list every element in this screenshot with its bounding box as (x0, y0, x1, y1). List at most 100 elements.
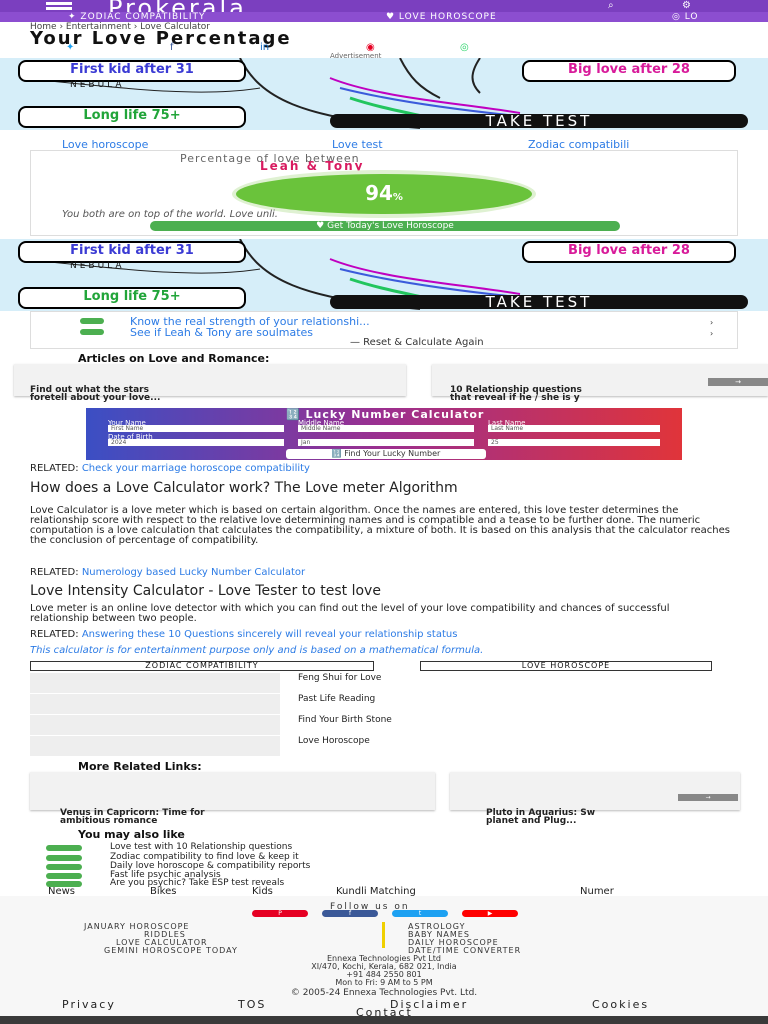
cookies-link[interactable]: Cookies (592, 998, 650, 1011)
footer-link[interactable]: ASTROLOGY (408, 922, 466, 931)
long-life-card: Long life 75+ (18, 106, 246, 128)
yml-item[interactable]: Love test with 10 Relationship questions (110, 842, 293, 852)
more-subtitle[interactable]: ambitious romance (60, 816, 158, 826)
zodiac-compatibility-button[interactable]: ZODIAC COMPATIBILITY (30, 661, 374, 671)
related-item[interactable]: Past Life Reading (298, 694, 376, 704)
article-title[interactable]: 10 Relationship questions (450, 385, 582, 395)
arrow-icon (46, 845, 82, 851)
take-test-button[interactable]: TAKE TEST (330, 295, 748, 310)
related-marriage-link[interactable]: Check your marriage horoscope compatibil… (81, 463, 310, 474)
year-select[interactable]: 2024 (108, 439, 284, 446)
yml-item[interactable]: Zodiac compatibility to find love & keep… (110, 852, 299, 862)
nav-love-horoscope[interactable]: ♥ LOVE HOROSCOPE (386, 12, 497, 22)
middle-name-input[interactable]: Middle Name (298, 425, 474, 432)
yml-item[interactable]: Fast life psychic analysis (110, 870, 221, 880)
pill-zodiac-compatibility[interactable]: Zodiac compatibili (528, 138, 630, 151)
day-select[interactable]: 25 (488, 439, 660, 446)
facebook-icon[interactable]: f (322, 910, 378, 917)
arrow-icon (46, 873, 82, 879)
twitter-icon[interactable]: ✦ (66, 42, 75, 53)
tos-link[interactable]: TOS (238, 998, 267, 1011)
result-quote: You both are on top of the world. Love u… (62, 209, 278, 220)
footer-link[interactable]: LOVE CALCULATOR (116, 938, 208, 947)
love-score-unit: % (392, 192, 403, 203)
ad-banner-2[interactable]: First kid after 31 NEBULA Long life 75+ … (0, 239, 768, 311)
pinterest-icon[interactable]: ◉ (366, 42, 375, 53)
related-item[interactable]: Love Horoscope (298, 736, 370, 746)
related-lucky-number-link[interactable]: Numerology based Lucky Number Calculator (81, 567, 306, 578)
link-relationship-strength[interactable]: Know the real strength of your relations… (130, 315, 370, 328)
company-address: XI/470, Kochi, Kerala, 682 021, India (311, 962, 457, 971)
related-questions-link[interactable]: Answering these 10 Questions sincerely w… (81, 629, 458, 640)
carousel-next-icon[interactable]: → (678, 794, 738, 801)
nav-zodiac-compatibility[interactable]: ✦ ZODIAC COMPATIBILITY (68, 12, 206, 22)
pill-love-horoscope[interactable]: Love horoscope (62, 138, 149, 151)
link-soulmates[interactable]: See if Leah & Tony are soulmates (130, 326, 314, 339)
arrow-icon (80, 329, 104, 335)
article-subtitle[interactable]: that reveal if he / she is y (450, 393, 580, 403)
footer-link[interactable]: GEMINI HOROSCOPE TODAY (104, 946, 238, 955)
more-title[interactable]: Venus in Capricorn: Time for (60, 808, 205, 818)
find-lucky-number-button[interactable]: 🔢 Find Your Lucky Number (286, 449, 486, 459)
privacy-link[interactable]: Privacy (62, 998, 116, 1011)
pinterest-icon[interactable]: P (252, 910, 308, 917)
pill-love-test[interactable]: Love test (332, 138, 383, 151)
thumbnail[interactable] (30, 673, 280, 693)
more-title[interactable]: Pluto in Aquarius: Sw (486, 808, 596, 818)
first-name-input[interactable]: First Name (108, 425, 284, 432)
thumbnail[interactable] (30, 694, 280, 714)
footer-link[interactable]: RIDDLES (144, 930, 186, 939)
get-love-horoscope-button[interactable]: ♥ Get Today's Love Horoscope (150, 221, 620, 231)
love-horoscope-button[interactable]: LOVE HOROSCOPE (420, 661, 712, 671)
disclaimer-link[interactable]: Disclaimer (390, 998, 469, 1011)
more-card[interactable] (450, 772, 740, 810)
month-select[interactable]: Jan (298, 439, 474, 446)
gear-icon[interactable]: ⚙ (682, 0, 691, 11)
related-item[interactable]: Feng Shui for Love (298, 673, 382, 683)
whatsapp-icon[interactable]: ◎ (460, 42, 469, 53)
result-label: Percentage of love between (180, 152, 360, 165)
facebook-icon[interactable]: f (170, 42, 174, 53)
twitter-icon[interactable]: t (392, 910, 448, 917)
footer-link[interactable]: JANUARY HOROSCOPE (84, 922, 190, 931)
take-test-button[interactable]: TAKE TEST (330, 114, 748, 129)
footer-link[interactable]: DAILY HOROSCOPE (408, 938, 499, 947)
article-subtitle[interactable]: foretell about your love... (30, 393, 161, 403)
long-life-card: Long life 75+ (18, 287, 246, 309)
more-related-heading: More Related Links: (78, 760, 202, 773)
follow-us-label: Follow us on (330, 902, 410, 912)
label-dob: Date of Birth (108, 433, 153, 441)
thumbnail[interactable] (30, 736, 280, 756)
last-name-input[interactable]: Last Name (488, 425, 660, 432)
nav-numerology[interactable]: Numer (580, 886, 614, 897)
big-love-card: Big love after 28 (522, 60, 736, 82)
related-item[interactable]: Find Your Birth Stone (298, 715, 392, 725)
ad-banner[interactable]: First kid after 31 NEBULA Long life 75+ … (0, 58, 768, 130)
footer-link[interactable]: BABY NAMES (408, 930, 470, 939)
nav-bikes[interactable]: Bikes (150, 886, 177, 897)
nav-love[interactable]: ◎ LO (672, 12, 699, 22)
breadcrumb[interactable]: Home › Entertainment › Love Calculator (30, 22, 210, 32)
algorithm-heading: How does a Love Calculator work? The Lov… (30, 480, 458, 496)
search-icon[interactable]: ⌕ (608, 0, 614, 11)
articles-heading: Articles on Love and Romance: (78, 352, 270, 365)
contact-link[interactable]: Contact (356, 1006, 413, 1019)
lucky-number-widget: 🔢 Lucky Number Calculator Your Name Midd… (86, 408, 682, 460)
nav-kids[interactable]: Kids (252, 886, 273, 897)
more-card[interactable] (30, 772, 435, 810)
nav-kundli-matching[interactable]: Kundli Matching (336, 886, 416, 897)
menu-icon[interactable] (46, 2, 72, 5)
linkedin-icon[interactable]: in (260, 42, 270, 53)
youtube-icon[interactable]: ▶ (462, 910, 518, 917)
thumbnail[interactable] (30, 715, 280, 735)
article-card[interactable] (14, 364, 406, 396)
footer-link[interactable]: DATE/TIME CONVERTER (408, 946, 522, 955)
article-title[interactable]: Find out what the stars (30, 385, 149, 395)
yml-item[interactable]: Are you psychic? Take ESP test reveals (110, 878, 285, 888)
reset-link[interactable]: — Reset & Calculate Again (350, 337, 484, 348)
more-subtitle[interactable]: planet and Plug... (486, 816, 577, 826)
carousel-next-icon[interactable]: → (708, 378, 768, 386)
disclaimer-text: This calculator is for entertainment pur… (30, 645, 484, 656)
yml-item[interactable]: Daily love horoscope & compatibility rep… (110, 861, 311, 871)
nav-news[interactable]: News (48, 886, 76, 897)
